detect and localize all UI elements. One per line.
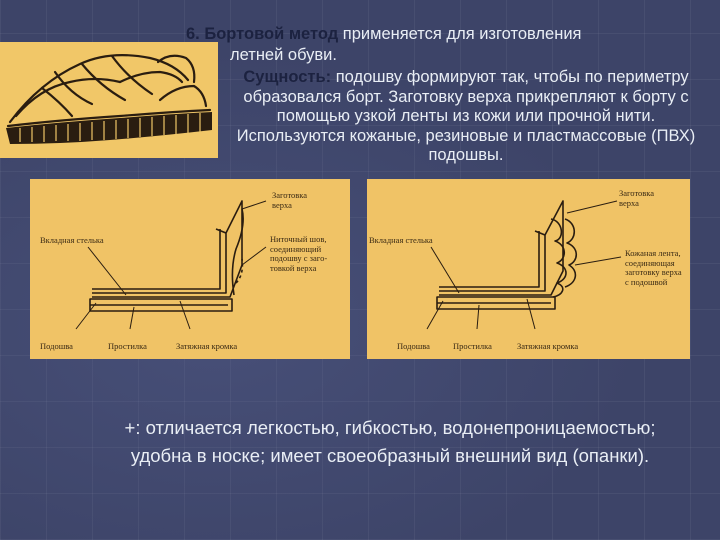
label-leather-strip: Кожаная лента, соединяющая заготовку вер… [625,248,682,287]
label-thread-seam: Ниточный шов, соединяющий подошву с заго… [270,234,328,273]
label-lasting-edge: Затяжная кромка [517,341,579,351]
essence-text: подошву формируют так, чтобы по периметр… [236,68,696,164]
label-sole: Подошва [397,341,430,351]
method-title: 6. Бортовой метод [186,25,339,43]
slide-heading: 6. Бортовой метод применяется для изгото… [186,24,696,66]
diagram-thread-seam: Заготовка верха Вкладная стелька Ниточны… [30,179,350,359]
label-upper: Заготовка верха [272,190,308,210]
essence-label: Сущность: [243,68,332,86]
sandal-image [0,42,218,158]
diagram-leather-strip: Заготовка верха Вкладная стелька Кожаная… [367,179,690,359]
heading-text-2: летней обуви. [230,46,337,64]
label-insole: Вкладная стелька [40,235,104,245]
label-filler: Простилка [453,341,492,351]
label-upper: Заготовка верха [619,188,655,208]
label-lasting-edge: Затяжная кромка [176,341,238,351]
label-filler: Простилка [108,341,147,351]
label-insole: Вкладная стелька [369,235,433,245]
essence-paragraph: Сущность: подошву формируют так, чтобы п… [226,68,706,166]
label-sole: Подошва [40,341,73,351]
heading-text-1: применяется для изготовления [338,25,582,43]
advantages-text: +: отличается легкостью, гибкостью, водо… [124,417,656,466]
